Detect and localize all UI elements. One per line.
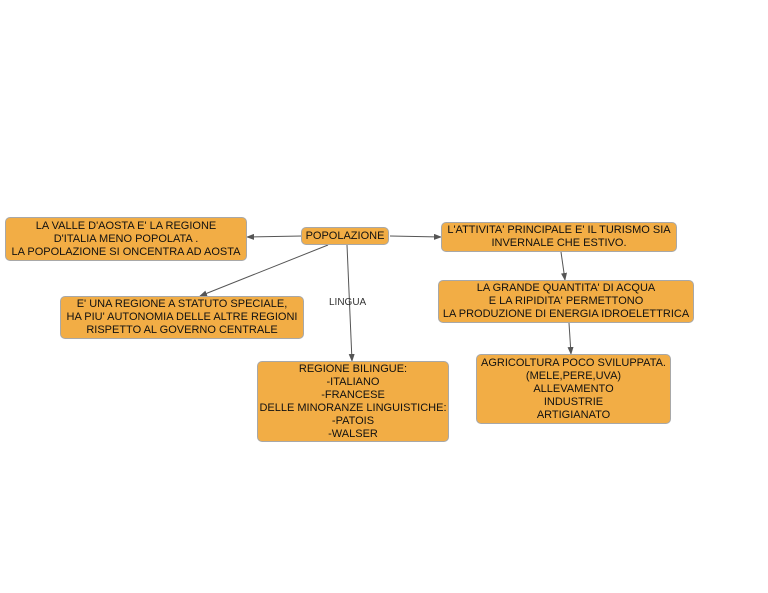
node-bilingue-line-4: DELLE MINORANZE LINGUISTICHE:: [259, 401, 447, 414]
node-bilingue-line-3: -FRANCESE: [321, 388, 385, 401]
connector-popolazione-valle: [246, 233, 303, 240]
node-statuto-speciale[interactable]: E' UNA REGIONE A STATUTO SPECIALE, HA PI…: [60, 296, 304, 339]
node-bilingue-line-5: -PATOIS: [331, 414, 375, 427]
connector-popolazione-bilingue: [346, 244, 355, 362]
node-agricoltura-line-5: ARTIGIANATO: [536, 408, 611, 421]
node-popolazione[interactable]: POPOLAZIONE: [301, 227, 389, 245]
connector-turismo-acqua: [560, 251, 567, 281]
node-acqua-line-1: LA GRANDE QUANTITA' DI ACQUA: [476, 282, 656, 294]
node-agricoltura[interactable]: AGRICOLTURA POCO SVILUPPATA. (MELE,PERE,…: [476, 354, 671, 424]
node-agricoltura-line-4: INDUSTRIE: [543, 395, 604, 408]
node-statuto-line-3: RISPETTO AL GOVERNO CENTRALE: [86, 324, 278, 336]
node-agricoltura-line-3: ALLEVAMENTO: [533, 382, 614, 395]
node-energia-idroelettrica[interactable]: LA GRANDE QUANTITA' DI ACQUA E LA RIPIDI…: [438, 280, 694, 323]
node-bilingue-line-6: -WALSER: [328, 427, 378, 440]
node-regione-bilingue[interactable]: REGIONE BILINGUE: -ITALIANO -FRANCESE DE…: [257, 361, 449, 442]
node-statuto-line-1: E' UNA REGIONE A STATUTO SPECIALE,: [76, 298, 288, 310]
node-agricoltura-line-1: AGRICOLTURA POCO SVILUPPATA.: [480, 356, 666, 369]
node-valle-line-2: D'ITALIA MENO POPOLATA .: [53, 232, 199, 245]
node-valle-line-1: LA VALLE D'AOSTA E' LA REGIONE: [35, 219, 217, 232]
node-valle-aosta[interactable]: LA VALLE D'AOSTA E' LA REGIONE D'ITALIA …: [5, 217, 247, 261]
connector-acqua-agricoltura: [567, 322, 574, 355]
node-bilingue-line-2: -ITALIANO: [326, 375, 380, 388]
connector-popolazione-statuto: [199, 244, 329, 297]
node-acqua-line-3: LA PRODUZIONE DI ENERGIA IDROELETTRICA: [442, 308, 690, 320]
node-turismo-line-1: L'ATTIVITA' PRINCIPALE E' IL TURISMO SIA: [447, 224, 671, 236]
node-statuto-line-2: HA PIU' AUTONOMIA DELLE ALTRE REGIONI: [66, 311, 298, 323]
edge-label-lingua: LINGUA: [329, 297, 367, 308]
node-agricoltura-line-2: (MELE,PERE,UVA): [525, 369, 622, 382]
node-acqua-line-2: E LA RIPIDITA' PERMETTONO: [488, 295, 644, 307]
node-turismo-line-2: INVERNALE CHE ESTIVO.: [491, 237, 627, 249]
node-popolazione-text: POPOLAZIONE: [305, 229, 385, 242]
connector-popolazione-turismo: [389, 233, 442, 240]
node-valle-line-3: LA POPOLAZIONE SI ONCENTRA AD AOSTA: [11, 245, 241, 258]
node-turismo[interactable]: L'ATTIVITA' PRINCIPALE E' IL TURISMO SIA…: [441, 222, 677, 252]
node-bilingue-line-1: REGIONE BILINGUE:: [298, 362, 408, 375]
